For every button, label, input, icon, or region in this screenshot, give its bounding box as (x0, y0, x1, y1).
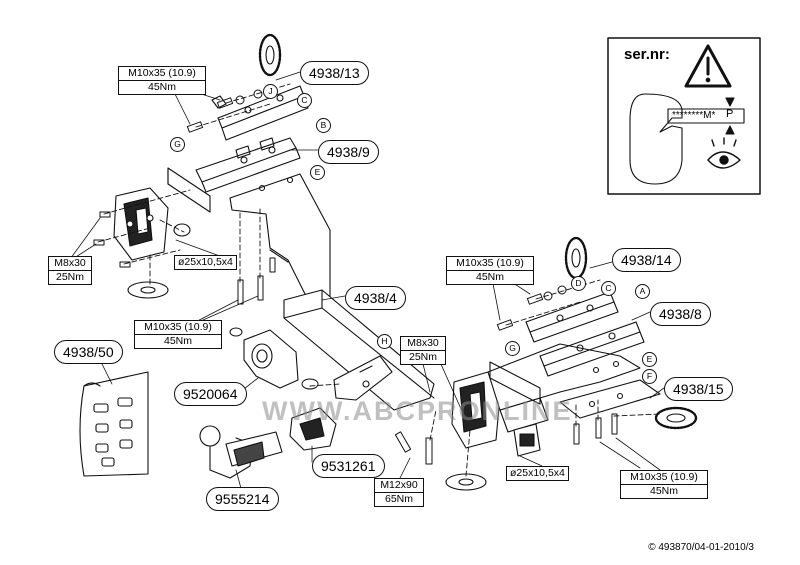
bolts (93, 89, 618, 465)
footer-copyright: © 493870/04-01-2010/3 (648, 542, 754, 553)
spec-bolt-top-left: M10x35 (10.9) 45Nm (118, 66, 206, 95)
letter-j: J (263, 84, 278, 99)
side-plate-left (167, 167, 211, 213)
spec-bolt-bottom: M12x90 65Nm (374, 478, 424, 507)
lock-washer-bottom (654, 406, 698, 430)
lock-washer-right (564, 236, 588, 280)
letter-d: D (571, 276, 586, 291)
spec-torque: 45Nm (475, 271, 504, 283)
pointer-arrow-bottom (725, 125, 735, 135)
letter-b: B (316, 118, 331, 133)
bracket-4938-8 (539, 321, 645, 377)
side-arm-left (229, 173, 331, 309)
serial-stars: ********M* (672, 110, 716, 121)
mount-bracket-left (113, 187, 169, 261)
washer-left-small (173, 223, 191, 237)
part-label-4938-8: 4938/8 (650, 302, 711, 326)
serial-p: P (726, 108, 734, 120)
spec-torque: 65Nm (384, 493, 413, 505)
crossbar-4938-4 (283, 289, 435, 411)
spec-size: M10x35 (10.9) (135, 321, 221, 335)
part-label-9531261: 9531261 (312, 454, 385, 478)
part-label-4938-4: 4938/4 (345, 286, 406, 310)
hole-label-left: ø25x10,5x4 (174, 255, 237, 270)
tag-outline (629, 93, 683, 185)
part-label-4938-15: 4938/15 (664, 377, 733, 401)
part-label-9520064: 9520064 (174, 382, 247, 406)
spec-size: M10x35 (10.9) (621, 471, 707, 485)
letter-e-right: E (642, 352, 657, 367)
socket-bracket-9520064 (243, 329, 299, 389)
spacer-ring-left (127, 281, 169, 299)
pointer-arrow-top (725, 97, 735, 107)
part-label-4938-50: 4938/50 (54, 340, 123, 364)
side-arm-right (487, 343, 641, 411)
letter-a: A (635, 284, 650, 299)
bracket-4938-9 (195, 137, 301, 193)
spec-torque: 45Nm (147, 81, 176, 93)
spec-bolt-bottom-right: M10x35 (10.9) 45Nm (620, 470, 708, 499)
part-label-4938-13: 4938/13 (300, 61, 369, 85)
lock-washer-top (258, 33, 282, 77)
letter-c-top: C (297, 93, 312, 108)
assembly-lines (97, 83, 661, 477)
spec-size: M10x35 (10.9) (119, 67, 205, 81)
bracket-4938-13 (211, 85, 309, 141)
spec-bolt-left: M8x30 25Nm (48, 256, 92, 285)
spec-torque: 25Nm (408, 351, 437, 363)
base-plate-right (559, 379, 661, 419)
warning-icon (684, 44, 732, 88)
center-bracket (333, 355, 393, 401)
spec-torque: 45Nm (163, 335, 192, 347)
spec-bolt-center: M8x30 25Nm (400, 336, 446, 365)
spec-torque: 25Nm (55, 271, 84, 283)
serial-box-frame (607, 37, 761, 195)
side-plate-right (489, 361, 541, 405)
letter-e-left: E (310, 165, 325, 180)
part-label-9555214: 9555214 (206, 487, 279, 511)
letter-g-left: G (170, 137, 185, 152)
spec-size: M8x30 (401, 337, 445, 351)
serial-plate (667, 108, 745, 124)
watermark: WWW.ABCPRONLINE (262, 396, 573, 426)
serial-title: ser.nr: (624, 46, 670, 63)
spec-size: M10x35 (10.9) (447, 257, 533, 271)
holder-9531261 (289, 407, 337, 451)
spec-torque: 45Nm (649, 485, 678, 497)
spec-bolt-mid-left: M10x35 (10.9) 45Nm (134, 320, 222, 349)
letter-c-right: C (601, 281, 616, 296)
letter-f: F (642, 369, 657, 384)
eye-icon (707, 137, 741, 169)
part-label-4938-14: 4938/14 (612, 248, 681, 272)
letter-h: H (377, 334, 392, 349)
hole-label-right: ø25x10,5x4 (506, 466, 569, 481)
socket-plate-4938-50 (79, 371, 149, 477)
spec-size: M12x90 (375, 479, 423, 493)
bracket-4938-14 (525, 291, 619, 343)
tow-ball-9555214 (199, 425, 283, 479)
spec-bolt-top-right: M10x35 (10.9) 45Nm (446, 256, 534, 285)
letter-g-right: G (505, 341, 520, 356)
spec-size: M8x30 (49, 257, 91, 271)
part-label-4938-9: 4938/9 (318, 140, 379, 164)
leader-lines (67, 71, 665, 493)
